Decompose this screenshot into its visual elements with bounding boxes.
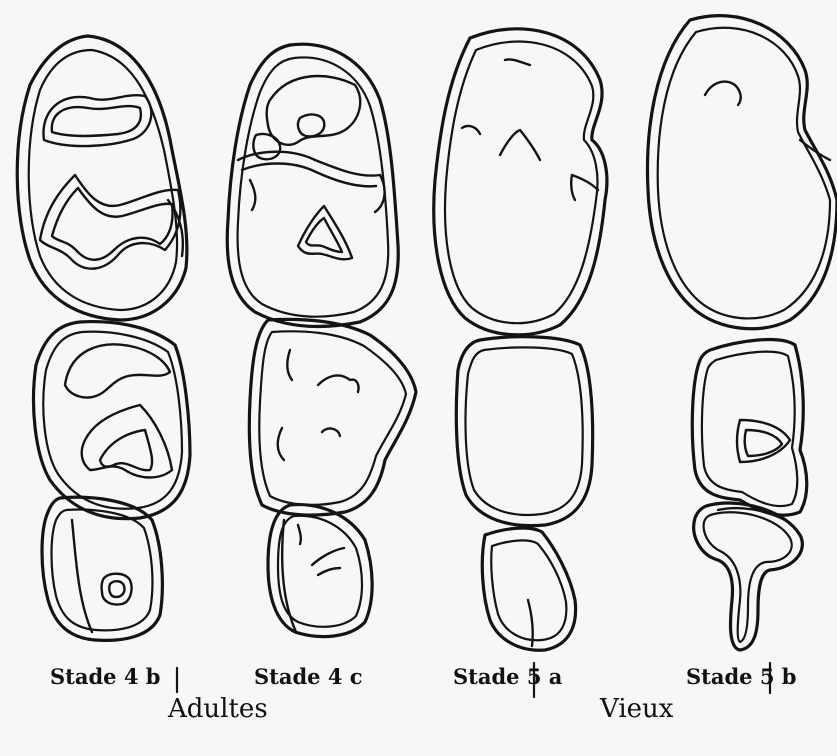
stage-label-5b: Stade 5 b: [686, 664, 796, 689]
molar-2: [692, 340, 806, 516]
stage-label-4c: Stade 4 c: [254, 664, 363, 689]
tooth-column-stade-5a: [434, 29, 607, 650]
molar-2: [34, 322, 190, 519]
tooth-column-stade-5b: [647, 16, 837, 650]
molar-2: [249, 319, 416, 515]
tooth-column-stade-4b: [17, 36, 190, 640]
molar-1: [17, 36, 187, 320]
molar-1: [434, 29, 607, 335]
molar-1: [227, 44, 398, 326]
tooth-column-stade-4c: [227, 44, 416, 636]
stage-label-4b: Stade 4 b: [50, 664, 160, 689]
premolar: [694, 503, 803, 650]
molar-2: [456, 337, 592, 526]
stage-label-5a: Stade 5 a: [453, 664, 562, 689]
premolar: [482, 528, 575, 650]
molar-1: [647, 16, 837, 329]
premolar: [268, 505, 372, 637]
group-label-adultes: Adultes: [168, 694, 268, 724]
group-label-vieux: Vieux: [600, 694, 673, 724]
